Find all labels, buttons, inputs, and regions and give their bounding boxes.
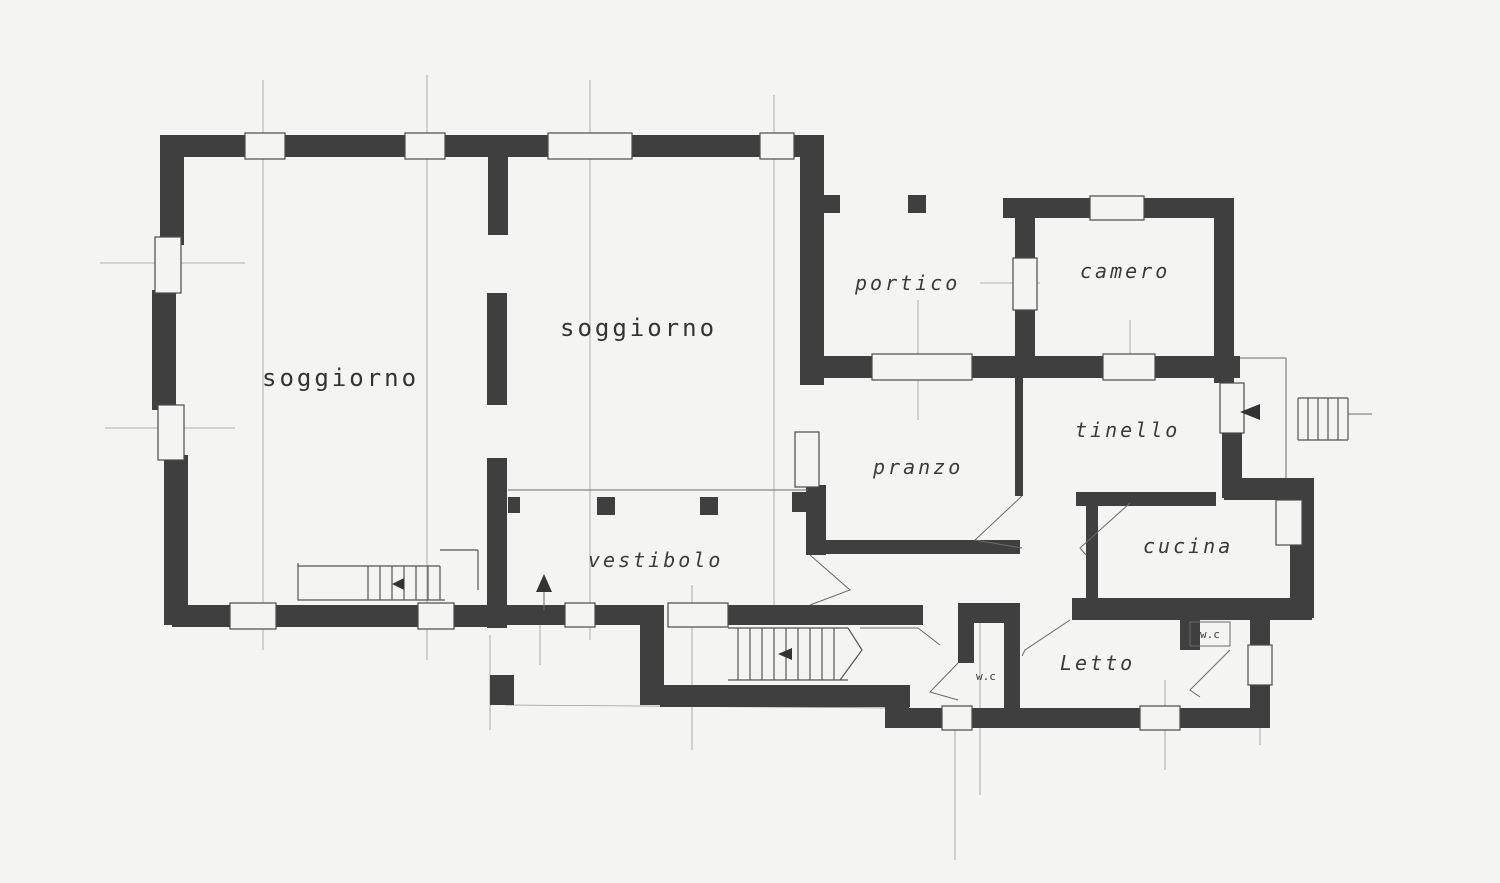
label-camera: camero: [1080, 259, 1170, 283]
label-letto: Letto: [1060, 651, 1135, 675]
label-tinello: tinello: [1075, 418, 1180, 442]
stairs: [297, 397, 1372, 681]
door-lines: [508, 357, 1287, 701]
label-cucina: cucina: [1143, 534, 1233, 558]
label-wc-2: w.c: [1200, 628, 1220, 641]
windows: [154, 132, 1303, 731]
room-labels: soggiorno soggiorno portico camero tinel…: [262, 259, 1233, 683]
label-soggiorno-right: soggiorno: [560, 314, 717, 342]
label-wc-1: w.c: [976, 670, 996, 683]
label-vestibolo: vestibolo: [588, 548, 723, 572]
label-portico: portico: [854, 271, 960, 295]
construction-lines: [100, 75, 1261, 860]
label-soggiorno-left: soggiorno: [262, 364, 419, 392]
columns: [508, 492, 808, 515]
label-pranzo: pranzo: [872, 455, 963, 479]
